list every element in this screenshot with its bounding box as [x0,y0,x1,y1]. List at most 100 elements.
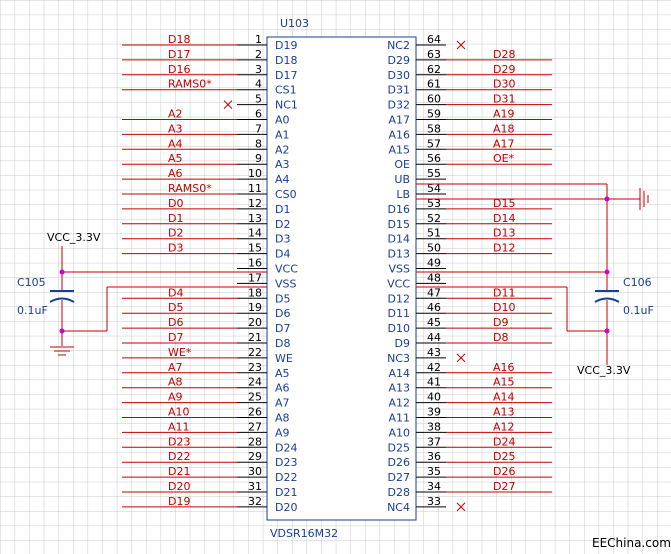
net-label: D13 [493,227,515,240]
pin-name: D16 [388,203,410,216]
pin-name: A9 [275,426,290,439]
pin-number: 25 [248,391,262,404]
pin-number: 11 [248,182,262,195]
pin-number: 27 [248,420,262,433]
pin-name: A16 [388,128,410,141]
pin-name: D7 [275,322,290,335]
net-label: D2 [168,227,183,240]
net-label: A6 [168,167,183,180]
pin-name: D10 [388,322,410,335]
pin-name: D15 [388,218,410,231]
pin-name: VSS [275,277,297,290]
net-label: A14 [493,391,515,404]
pin-name: D23 [275,456,297,469]
pin-number: 40 [427,391,441,404]
pin-name: D9 [395,337,410,350]
c105-value: 0.1uF [17,304,48,317]
c106-plate-bottom [594,297,620,303]
pin-number: 15 [248,242,262,255]
pin-name: VCC [387,277,410,290]
net-label: A8 [168,376,183,389]
pin-number: 6 [255,108,262,121]
watermark: EEChina.com [592,536,671,550]
net-label: D28 [493,48,515,61]
pin-number: 46 [427,301,441,314]
pin-number: 44 [427,331,441,344]
net-label: D5 [168,301,183,314]
pin-number: 48 [427,271,441,284]
pin-number: 43 [427,346,441,359]
pin-name: A17 [388,114,410,127]
net-label: D14 [493,212,515,225]
pin-number: 36 [427,450,441,463]
pin-name: D22 [275,471,297,484]
c106-ref: C106 [623,276,652,289]
pin-number: 29 [248,450,262,463]
net-label: D8 [493,331,508,344]
pin-number: 45 [427,316,441,329]
pin-name: WE [275,352,293,365]
net-label: D7 [168,331,183,344]
pin-number: 26 [248,406,262,419]
pin-number: 1 [255,33,262,46]
net-label: OE* [493,152,515,165]
net-label: D26 [493,465,515,478]
net-label: D1 [168,212,183,225]
net-label: A13 [493,406,515,419]
net-label: D15 [493,197,515,210]
pin-name: LB [396,188,410,201]
pin-name: D26 [388,456,410,469]
pin-name: D32 [388,99,410,112]
net-label: A17 [493,137,515,150]
chip-body [266,36,417,521]
pin-name: D3 [275,233,290,246]
net-label: D3 [168,242,183,255]
pin-number: 33 [427,495,441,508]
pin-name: NC4 [387,501,410,514]
pin-number: 3 [255,63,262,76]
pin-name: D8 [275,337,290,350]
pin-number: 16 [248,257,262,270]
net-label: WE* [168,346,192,359]
pin-name: A6 [275,382,290,395]
net-label: D12 [493,242,515,255]
pin-number: 12 [248,197,262,210]
pin-number: 35 [427,465,441,478]
net-label: D18 [168,33,190,46]
c105-ref: C105 [17,276,46,289]
pin-name: D2 [275,218,290,231]
pin-number: 37 [427,435,441,448]
pin-name: D6 [275,307,290,320]
no-connect-icon [456,502,466,512]
pin-name: D1 [275,203,290,216]
pin-number: 5 [255,93,262,106]
pin-name: CS1 [275,84,297,97]
pin-name: CS0 [275,188,297,201]
pin-number: 31 [248,480,262,493]
pin-number: 54 [427,182,441,195]
pin-number: 9 [255,152,262,165]
pin-number: 55 [427,167,441,180]
pin-name: NC3 [387,352,410,365]
pin-number: 17 [248,271,262,284]
pin-number: 60 [427,93,441,106]
junction-dot [59,328,65,334]
net-label: A5 [168,152,183,165]
no-connect-icon [223,100,233,109]
net-label: D22 [168,450,190,463]
pin-number: 4 [255,78,262,91]
pin-name: D24 [275,441,297,454]
pin-name: A12 [388,397,410,410]
net-label: A12 [493,420,515,433]
pin-name: D18 [275,54,297,67]
chip-part: VDSR16M32 [270,527,338,540]
pin-number: 28 [248,435,262,448]
pin-name: A7 [275,397,290,410]
net-label: D24 [493,435,515,448]
pin-number: 56 [427,152,441,165]
pin-name: A1 [275,128,290,141]
pin-number: 2 [255,48,262,61]
net-label: D23 [168,435,190,448]
